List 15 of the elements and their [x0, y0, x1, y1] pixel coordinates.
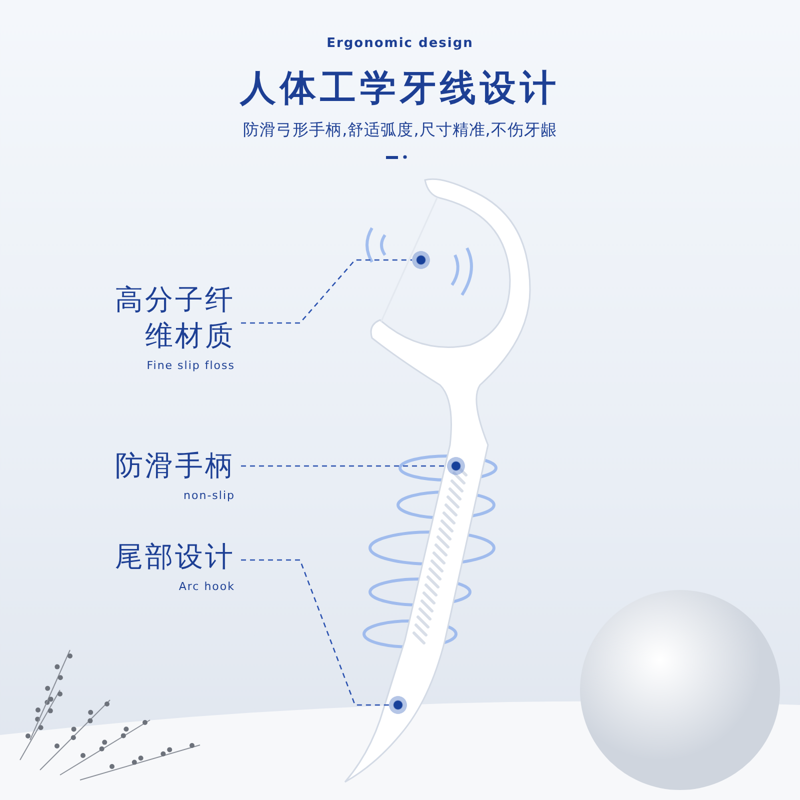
leader-line [241, 559, 389, 706]
callout-heading: 高分子纤维材质 [115, 283, 235, 352]
tagline: 防滑弓形手柄,舒适弧度,尺寸精准,不伤牙龈 [242, 120, 558, 141]
target-dot [389, 696, 407, 714]
callout-subtitle: Fine slip floss [146, 359, 235, 372]
target-dot [412, 251, 430, 269]
target-dot [447, 457, 465, 475]
leader-line [241, 465, 447, 467]
title: 人体工学牙线设计 [238, 67, 561, 111]
subtitle-english: Ergonomic design [326, 36, 474, 51]
callout-subtitle: non-slip [184, 489, 235, 502]
leader-line [241, 259, 412, 324]
callout-heading: 尾部设计 [115, 540, 235, 573]
callout-subtitle: Arc hook [178, 580, 235, 593]
callout-heading: 防滑手柄 [115, 449, 235, 482]
